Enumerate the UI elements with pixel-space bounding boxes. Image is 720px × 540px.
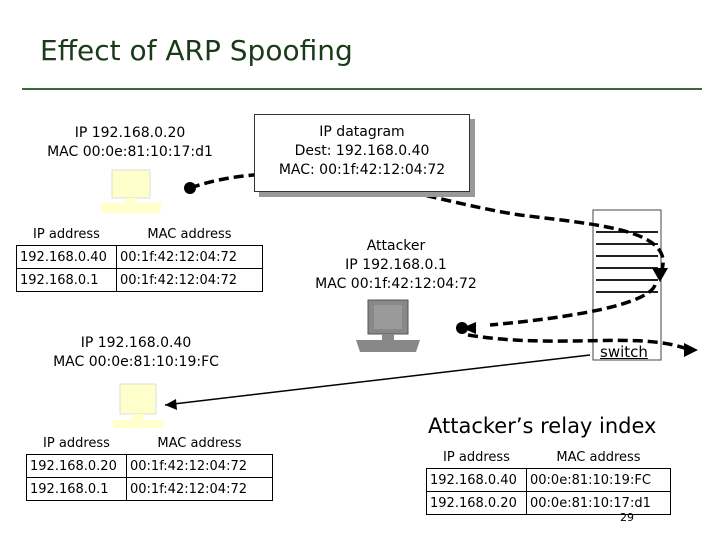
column-header: IP address	[43, 435, 110, 451]
mac-cell: 00:1f:42:12:04:72	[116, 245, 263, 269]
column-header: MAC address	[147, 226, 232, 242]
host1-ip: IP 192.168.0.20	[74, 125, 186, 141]
flow-switch-to-host2	[164, 354, 591, 410]
column-header: MAC address	[157, 435, 242, 451]
relay-index-table: IP address MAC address 192.168.0.40 00:0…	[426, 446, 671, 515]
table-row: 192.168.0.20 00:1f:42:12:04:72	[26, 454, 273, 478]
attacker-mac: MAC 00:1f:42:12:04:72	[315, 276, 477, 292]
host1-computer-icon	[100, 169, 162, 213]
host1-mac: MAC 00:0e:81:10:17:d1	[47, 144, 213, 160]
mac-cell: 00:0e:81:10:19:FC	[526, 468, 671, 492]
flow-attacker-to-switch	[467, 333, 698, 357]
ip-cell: 192.168.0.40	[426, 468, 527, 492]
title-divider	[22, 88, 702, 90]
table-header-row: IP address MAC address	[17, 223, 263, 246]
column-header: MAC address	[556, 449, 641, 465]
ip-cell: 192.168.0.20	[26, 454, 127, 478]
mac-cell: 00:1f:42:12:04:72	[126, 477, 273, 501]
column-header: IP address	[33, 226, 100, 242]
datagram-mac: MAC: 00:1f:42:12:04:72	[278, 162, 446, 178]
switch-label: switch	[600, 343, 648, 361]
relay-index-title: Attacker’s relay index	[428, 414, 657, 438]
attacker-ip: IP 192.168.0.1	[345, 257, 447, 273]
ip-cell: 192.168.0.40	[16, 245, 117, 269]
host2-ip: IP 192.168.0.40	[80, 335, 192, 351]
datagram-title: IP datagram	[319, 124, 405, 140]
table-row: 192.168.0.1 00:1f:42:12:04:72	[16, 268, 263, 292]
host1-arp-table: IP address MAC address 192.168.0.40 00:1…	[16, 223, 263, 292]
table-row: 192.168.0.40 00:1f:42:12:04:72	[16, 245, 263, 269]
host1-label: IP 192.168.0.20 MAC 00:0e:81:10:17:d1	[30, 124, 230, 162]
host2-computer-icon	[112, 383, 164, 428]
host2-label: IP 192.168.0.40 MAC 00:0e:81:10:19:FC	[36, 334, 236, 372]
page-number: 29	[620, 511, 634, 524]
flow-switch-to-attacker	[456, 284, 657, 334]
table-row: 192.168.0.40 00:0e:81:10:19:FC	[426, 468, 671, 492]
page-title: Effect of ARP Spoofing	[40, 34, 353, 67]
host2-mac: MAC 00:0e:81:10:19:FC	[53, 354, 219, 370]
mac-cell: 00:0e:81:10:17:d1	[526, 491, 671, 515]
host2-arp-table: IP address MAC address 192.168.0.20 00:1…	[26, 432, 273, 501]
switch-icon	[592, 209, 662, 361]
ip-datagram-box: IP datagram Dest: 192.168.0.40 MAC: 00:1…	[254, 114, 470, 192]
ip-cell: 192.168.0.1	[16, 268, 117, 292]
table-row: 192.168.0.1 00:1f:42:12:04:72	[26, 477, 273, 501]
table-header-row: IP address MAC address	[427, 446, 671, 469]
attacker-label: Attacker IP 192.168.0.1 MAC 00:1f:42:12:…	[296, 237, 496, 294]
mac-cell: 00:1f:42:12:04:72	[116, 268, 263, 292]
table-row: 192.168.0.20 00:0e:81:10:17:d1	[426, 491, 671, 515]
mac-cell: 00:1f:42:12:04:72	[126, 454, 273, 478]
datagram-dest: Dest: 192.168.0.40	[294, 143, 430, 159]
ip-cell: 192.168.0.1	[26, 477, 127, 501]
ip-cell: 192.168.0.20	[426, 491, 527, 515]
column-header: IP address	[443, 449, 510, 465]
attacker-computer-icon	[356, 299, 420, 352]
table-header-row: IP address MAC address	[27, 432, 273, 455]
attacker-name: Attacker	[366, 238, 426, 254]
